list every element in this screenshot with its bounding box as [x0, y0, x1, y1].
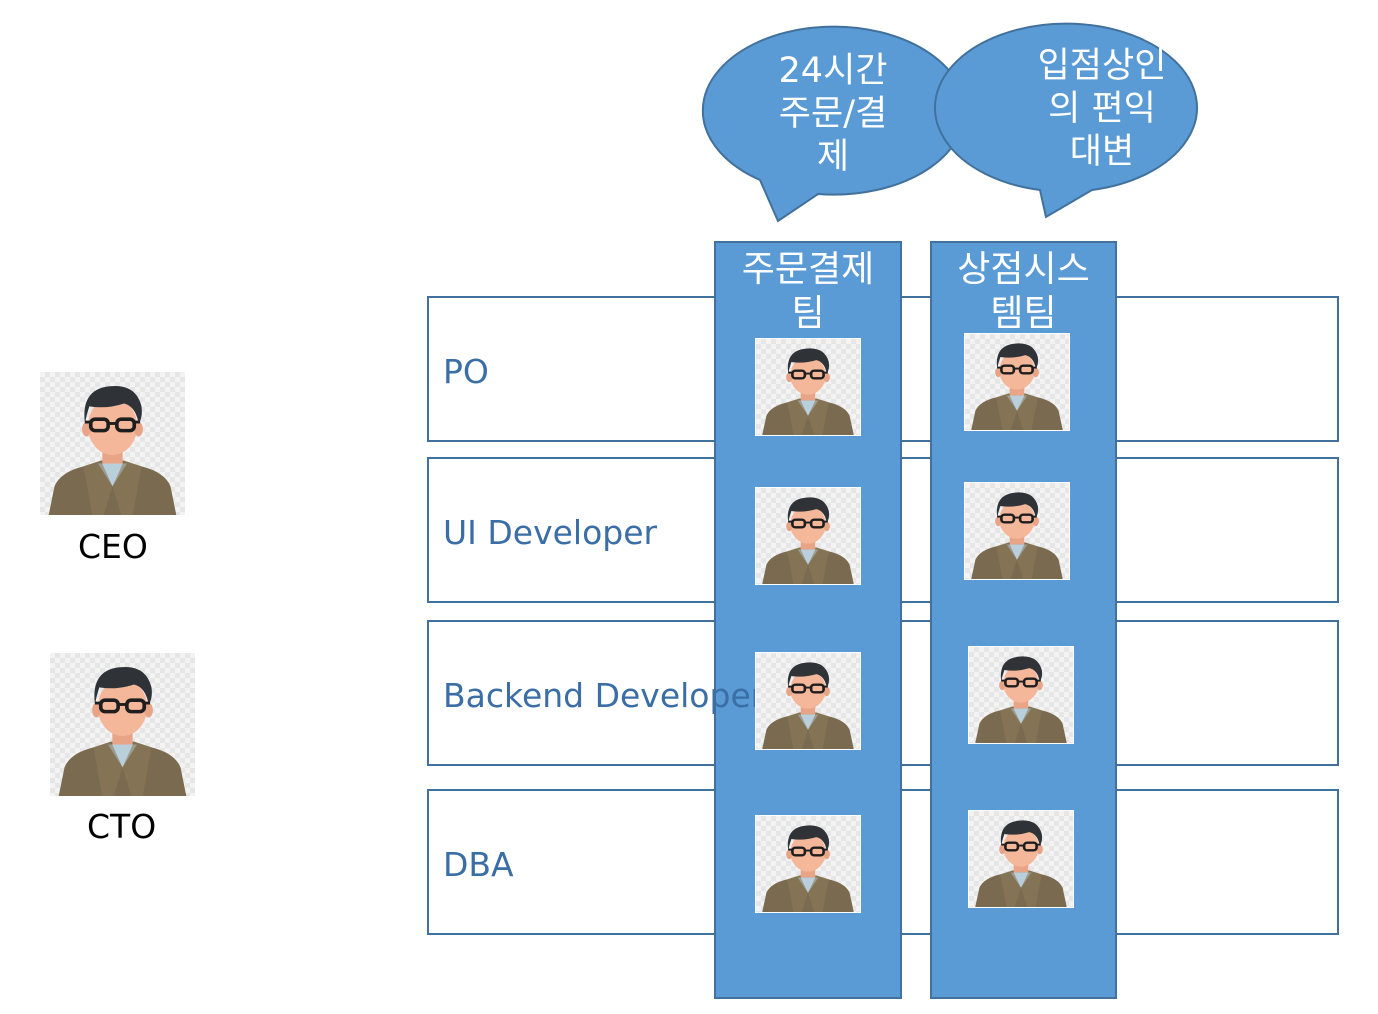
speech-bubble-merchant — [934, 22, 1198, 219]
avatar-store-system-dba — [968, 810, 1074, 908]
avatar-store-system-ui-developer — [964, 482, 1070, 580]
label-ceo: CEO — [78, 527, 148, 566]
avatar-order-payment-ui-developer — [755, 487, 861, 585]
avatar-cto — [50, 653, 195, 796]
speech-bubbles — [701, 22, 1198, 223]
speech-bubble-order-payment — [701, 25, 966, 223]
role-label-ui-developer: UI Developer — [443, 513, 658, 552]
label-cto: CTO — [87, 807, 157, 846]
bubble-text-order-payment: 24시간 주문/결 제 — [778, 51, 888, 177]
avatar-store-system-po — [964, 333, 1070, 431]
avatar-order-payment-dba — [755, 815, 861, 913]
avatar-order-payment-backend-developer — [755, 652, 861, 750]
avatar-store-system-backend-developer — [968, 646, 1074, 744]
team-title-order-payment: 주문결제 팀 — [741, 249, 875, 334]
role-label-backend-developer: Backend Developer — [443, 676, 765, 715]
role-label-po: PO — [443, 352, 489, 391]
avatar-order-payment-po — [755, 338, 861, 436]
bubble-text-merchant: 입점상인 의 편익 대변 — [1037, 46, 1167, 172]
team-title-store-system: 상점시스 템팀 — [957, 249, 1090, 334]
role-label-dba: DBA — [443, 845, 514, 884]
avatar-ceo — [40, 372, 185, 515]
